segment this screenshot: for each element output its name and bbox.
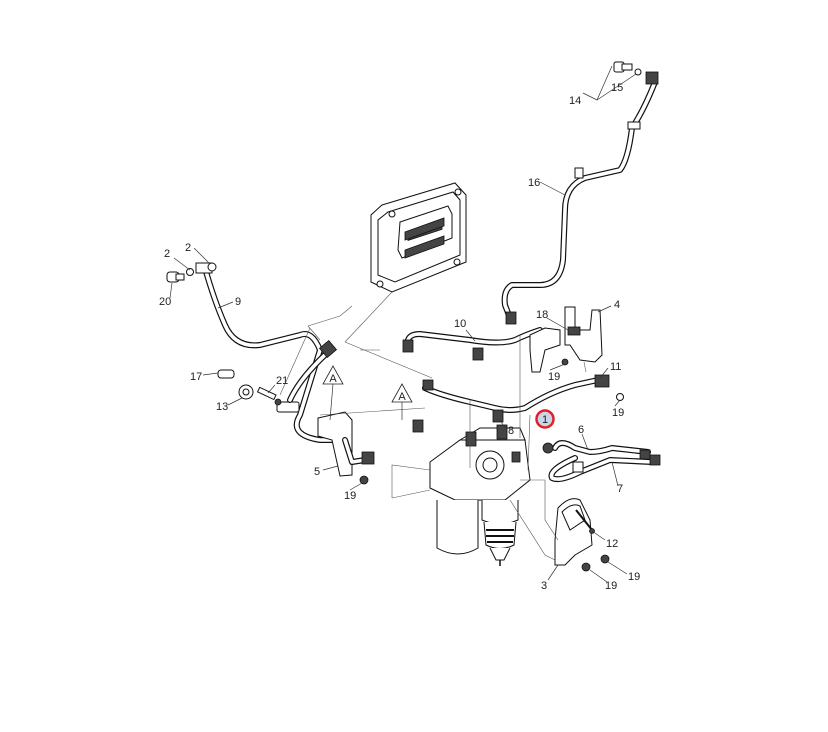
callout-19[interactable]: 19 bbox=[612, 407, 624, 419]
callout-2[interactable]: 2 bbox=[164, 248, 170, 260]
reference-marker-a2: A bbox=[391, 383, 413, 420]
sleeve-17[interactable] bbox=[217, 369, 235, 379]
callout-labels: 2 2 20 9 17 13 21 5 19 10 8 18 4 19 11 1… bbox=[159, 82, 640, 592]
bracket-4[interactable] bbox=[529, 306, 603, 373]
callout-10[interactable]: 10 bbox=[454, 318, 466, 330]
callout-19[interactable]: 19 bbox=[628, 571, 640, 583]
banjo-bolt-20[interactable] bbox=[166, 271, 185, 283]
callout-13[interactable]: 13 bbox=[216, 401, 228, 413]
callout-12[interactable]: 12 bbox=[606, 538, 618, 550]
clamp-13[interactable] bbox=[238, 384, 254, 400]
bracket-3[interactable] bbox=[554, 498, 593, 566]
fuel-pipe-8[interactable] bbox=[412, 377, 601, 433]
callout-14[interactable]: 14 bbox=[569, 95, 581, 107]
bolt-21[interactable] bbox=[256, 386, 282, 406]
callout-17[interactable]: 17 bbox=[190, 371, 202, 383]
fuel-pipe-7[interactable] bbox=[542, 442, 661, 483]
callout-18[interactable]: 18 bbox=[536, 309, 548, 321]
callout-4[interactable]: 4 bbox=[614, 299, 620, 311]
reference-marker-label: A bbox=[329, 373, 337, 385]
bracket-5[interactable] bbox=[317, 411, 375, 477]
fitting-11[interactable] bbox=[594, 374, 624, 401]
callout-8[interactable]: 8 bbox=[508, 425, 514, 437]
sealing-washer-2b[interactable] bbox=[207, 262, 217, 272]
callout-1-label: 1 bbox=[542, 414, 548, 426]
callout-19[interactable]: 19 bbox=[344, 490, 356, 502]
ecu-control-unit[interactable] bbox=[370, 182, 467, 293]
bolt-19a[interactable] bbox=[359, 475, 369, 485]
callout-15[interactable]: 15 bbox=[611, 82, 623, 94]
leader-lines bbox=[169, 65, 637, 583]
fuel-pipe-lower-left[interactable] bbox=[287, 339, 338, 403]
banjo-fitting[interactable] bbox=[645, 71, 659, 85]
callout-9[interactable]: 9 bbox=[235, 296, 241, 308]
sealing-washer-2a[interactable] bbox=[186, 268, 194, 276]
fuel-filter-housing[interactable] bbox=[429, 424, 531, 566]
callout-19[interactable]: 19 bbox=[605, 580, 617, 592]
callout-21[interactable]: 21 bbox=[276, 375, 288, 387]
callout-7[interactable]: 7 bbox=[617, 483, 623, 495]
callout-2[interactable]: 2 bbox=[185, 242, 191, 254]
fuel-pipe-16[interactable] bbox=[501, 79, 658, 325]
sealing-washer-15[interactable] bbox=[634, 68, 642, 76]
banjo-bolt-14[interactable] bbox=[613, 61, 633, 73]
callout-19[interactable]: 19 bbox=[548, 371, 560, 383]
reference-lines bbox=[279, 291, 587, 561]
bolt-19d[interactable] bbox=[600, 554, 610, 564]
callout-11[interactable]: 11 bbox=[610, 361, 621, 373]
callout-6[interactable]: 6 bbox=[578, 424, 584, 436]
callout-16[interactable]: 16 bbox=[528, 177, 540, 189]
highlighted-callout-1[interactable]: 1 bbox=[535, 409, 555, 429]
callout-5[interactable]: 5 bbox=[314, 466, 320, 478]
bolt-19e[interactable] bbox=[581, 562, 591, 572]
callout-20[interactable]: 20 bbox=[159, 296, 171, 308]
reference-marker-a1: A bbox=[322, 365, 344, 421]
fuel-pipe-10[interactable] bbox=[402, 327, 543, 361]
fuel-pipe-9[interactable] bbox=[195, 262, 338, 443]
reference-marker-label: A bbox=[398, 391, 406, 403]
callout-3[interactable]: 3 bbox=[541, 580, 547, 592]
